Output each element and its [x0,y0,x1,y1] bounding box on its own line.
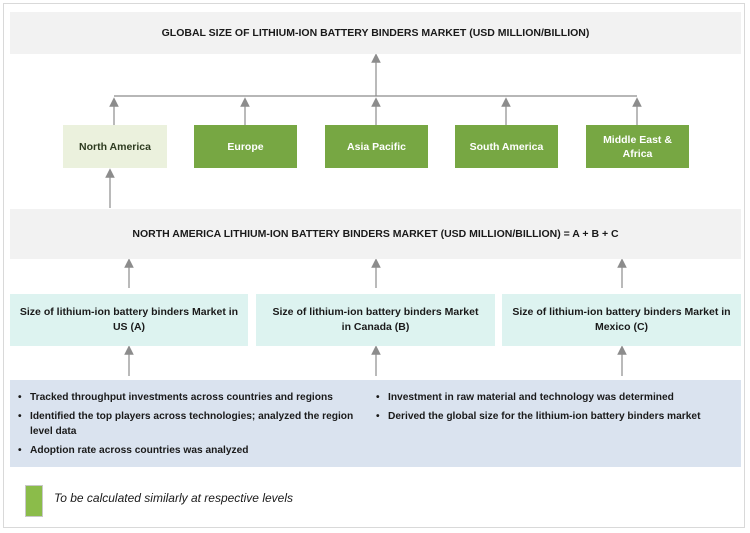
note-item: Tracked throughput investments across co… [18,390,373,405]
region-middle-east-africa: Middle East & Africa [586,125,689,168]
north-america-market-title: NORTH AMERICA LITHIUM-ION BATTERY BINDER… [10,209,741,259]
diagram-frame [3,3,745,528]
note-item: Derived the global size for the lithium-… [376,409,736,424]
notes-right-list: Investment in raw material and technolog… [376,390,736,428]
global-market-title: GLOBAL SIZE OF LITHIUM-ION BATTERY BINDE… [10,12,741,54]
note-item: Identified the top players across techno… [18,409,373,439]
note-item: Adoption rate across countries was analy… [18,443,373,458]
legend-swatch [25,485,43,517]
country-mexico-box: Size of lithium-ion battery binders Mark… [502,294,741,346]
region-europe: Europe [194,125,297,168]
region-south-america: South America [455,125,558,168]
region-asia-pacific: Asia Pacific [325,125,428,168]
notes-left-list: Tracked throughput investments across co… [18,390,373,462]
note-item: Investment in raw material and technolog… [376,390,736,405]
country-canada-box: Size of lithium-ion battery binders Mark… [256,294,495,346]
region-north-america: North America [63,125,167,168]
legend-text: To be calculated similarly at respective… [54,491,293,505]
country-us-box: Size of lithium-ion battery binders Mark… [10,294,248,346]
methodology-notes: Tracked throughput investments across co… [10,380,741,467]
